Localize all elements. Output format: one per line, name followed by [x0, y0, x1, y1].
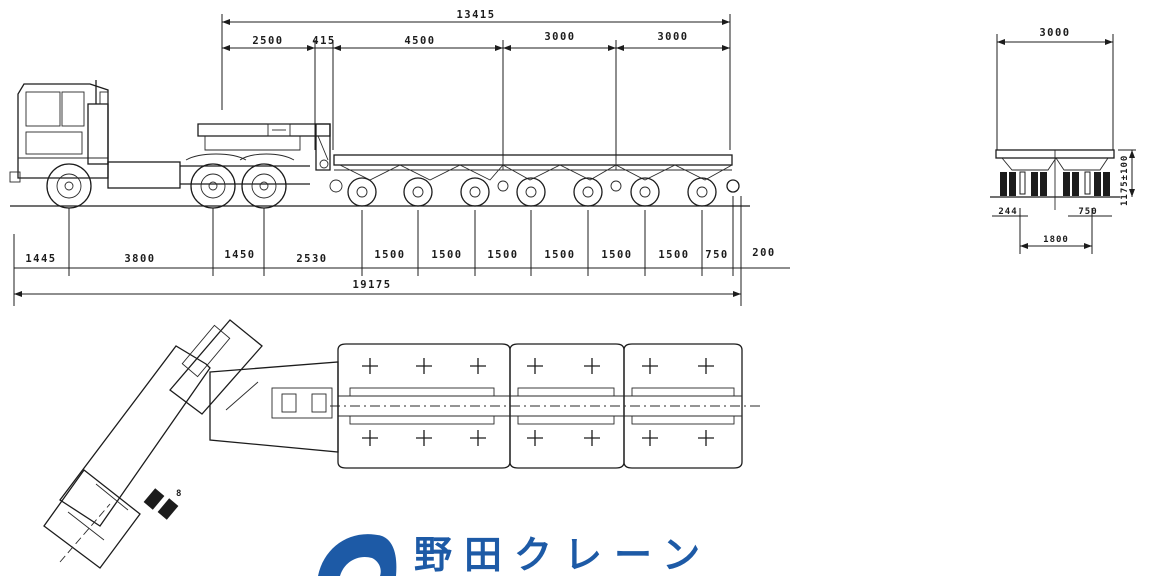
crane-logo-icon	[318, 534, 397, 576]
rear-view: 3000 1175±100 244 750 1800	[990, 27, 1136, 254]
dim-bottom-seg-2: 3800	[124, 253, 155, 265]
dim-bottom-seg-7: 1500	[487, 249, 518, 261]
dim-top-seg-3: 4500	[404, 35, 435, 47]
brand-block: 野田クレーン	[318, 533, 712, 576]
dim-top-seg-2: 415	[312, 35, 335, 47]
dim-bottom-seg-4: 2530	[296, 253, 327, 265]
tractor-truck	[9, 80, 331, 209]
brand-name: 野田クレーン	[414, 533, 712, 576]
dim-bottom-seg-5: 1500	[374, 249, 405, 261]
rear-wheels	[1000, 171, 1110, 196]
dim-bottom-seg-9: 1500	[601, 249, 632, 261]
rear-dim-750: 750	[1078, 207, 1097, 217]
rear-dim-244: 244	[998, 207, 1017, 217]
modular-trailer	[315, 123, 740, 207]
dim-bottom-seg-6: 1500	[431, 249, 462, 261]
rear-width-dim: 3000	[1039, 27, 1070, 39]
dim-bottom-seg-8: 1500	[544, 249, 575, 261]
dim-bottom-seg-10: 1500	[658, 249, 689, 261]
dim-bottom-seg-1: 1445	[25, 253, 56, 265]
side-elevation: 13415 2500 415 4500 3000 3000	[9, 9, 790, 306]
plan-gooseneck	[209, 361, 339, 453]
dim-bottom-seg-3: 1450	[224, 249, 255, 261]
dim-top-seg-4: 3000	[544, 31, 575, 43]
top-dimensions: 13415 2500 415 4500 3000 3000	[221, 9, 731, 160]
dim-top-seg-5: 3000	[657, 31, 688, 43]
dim-bottom-seg-11: 750	[705, 249, 728, 261]
plan-trailer-modules	[330, 343, 760, 469]
dim-bottom-seg-12: 200	[752, 247, 775, 259]
rear-height-dim: 1175±100	[1120, 155, 1130, 206]
dim-overall-top: 13415	[456, 9, 495, 21]
plan-view: 8	[43, 319, 760, 569]
plan-extra-mark: 8	[176, 489, 182, 499]
bottom-dimensions: 1445 3800 1450 2530 1500 1500 1500 1500 …	[13, 196, 790, 306]
plan-axle-marks	[362, 358, 714, 446]
dim-top-seg-1: 2500	[252, 35, 283, 47]
rear-dim-1800: 1800	[1043, 235, 1069, 245]
plan-tractor: 8	[43, 319, 263, 569]
trailer-wheels	[329, 177, 740, 207]
dim-overall-bottom: 19175	[352, 279, 391, 291]
